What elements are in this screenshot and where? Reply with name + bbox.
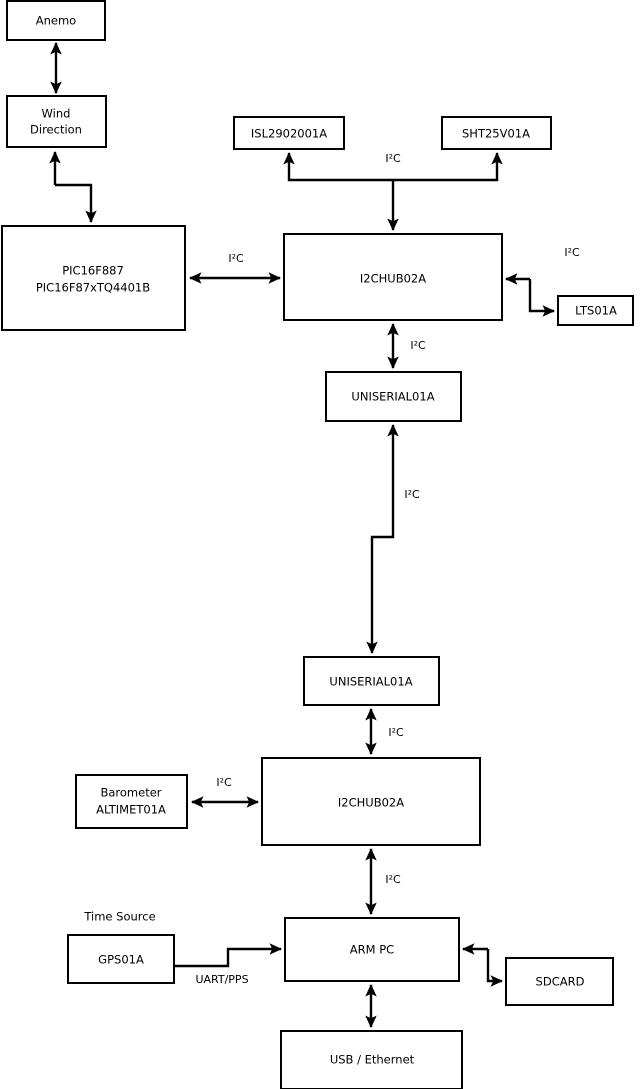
node-arm-pc-label: ARM PC	[350, 943, 394, 957]
node-anemo[interactable]: Anemo	[6, 0, 106, 41]
edge-label-hubtop-sensors: I²C	[385, 152, 401, 165]
node-barometer[interactable]: Barometer ALTIMET01A	[75, 774, 188, 829]
edge-wind-pic-jog	[55, 183, 97, 223]
node-isl-light-sensor-label: ISL2902001A	[251, 127, 327, 141]
edge-bus-to-sht	[393, 152, 503, 182]
edge-armpc-sdcard-out	[486, 949, 503, 987]
edge-label-barometer-hubbot: I²C	[216, 776, 232, 789]
edge-bus-to-isl	[283, 152, 393, 182]
node-lts-temp-sensor-label: LTS01A	[575, 304, 617, 318]
node-gps[interactable]: GPS01A	[67, 934, 175, 984]
node-anemo-label: Anemo	[36, 14, 76, 28]
edge-label-pic-hubtop: I²C	[228, 252, 244, 265]
edge-gps-armpc	[174, 943, 282, 968]
node-uniserial-upper-label: UNISERIAL01A	[351, 390, 434, 404]
edge-label-hubtop-lts: I²C	[564, 246, 580, 259]
node-wind-direction-label-line2: Direction	[30, 123, 82, 137]
node-i2chub-top[interactable]: I2CHUB02A	[283, 233, 503, 321]
node-usb-ethernet-label: USB / Ethernet	[330, 1053, 415, 1067]
node-wind-direction[interactable]: Wind Direction	[6, 95, 107, 148]
node-uniserial-lower[interactable]: UNISERIAL01A	[303, 656, 440, 706]
connector-layer	[49, 42, 555, 1028]
node-sdcard[interactable]: SDCARD	[505, 957, 614, 1006]
node-gps-label: GPS01A	[98, 953, 144, 967]
edge-label-gps-armpc: UART/PPS	[195, 973, 248, 986]
edge-label-uniserial-link: I²C	[404, 488, 420, 501]
node-arm-pc[interactable]: ARM PC	[284, 917, 460, 982]
edge-label-hubtop-uniserial: I²C	[410, 339, 426, 352]
label-time-source: Time Source	[83, 910, 155, 924]
node-i2chub-top-label: I2CHUB02A	[360, 272, 426, 286]
node-i2chub-bottom[interactable]: I2CHUB02A	[261, 757, 481, 846]
node-pic-mcu-label-line2: PIC16F87xTQ4401B	[36, 281, 150, 295]
node-uniserial-upper[interactable]: UNISERIAL01A	[325, 371, 462, 422]
node-sdcard-label: SDCARD	[536, 975, 585, 989]
node-i2chub-bottom-label: I2CHUB02A	[338, 796, 404, 810]
node-pic-mcu[interactable]: PIC16F887 PIC16F87xTQ4401B	[1, 225, 186, 331]
node-uniserial-lower-label: UNISERIAL01A	[329, 675, 412, 689]
node-sht-humidity-sensor[interactable]: SHT25V01A	[441, 116, 552, 150]
edge-hubtop-lts-out	[528, 279, 555, 317]
node-sht-humidity-sensor-label: SHT25V01A	[462, 127, 530, 141]
node-barometer-label-line2: ALTIMET01A	[96, 803, 166, 817]
node-wind-direction-label-line1: Wind	[42, 107, 71, 121]
node-barometer-label-line1: Barometer	[100, 786, 161, 800]
edge-label-layer: I²C I²C I²C I²C I²C I²C I²C I²C UART/PPS	[195, 152, 580, 986]
node-isl-light-sensor[interactable]: ISL2902001A	[233, 116, 345, 150]
edge-label-uniserial-hubbot: I²C	[388, 726, 404, 739]
node-lts-temp-sensor[interactable]: LTS01A	[557, 295, 634, 326]
node-usb-ethernet[interactable]: USB / Ethernet	[280, 1030, 463, 1089]
edge-label-hubbot-armpc: I²C	[385, 873, 401, 886]
free-label-layer: Time Source	[83, 910, 155, 924]
edge-uniup-unidn	[366, 424, 399, 654]
node-pic-mcu-label-line1: PIC16F887	[62, 264, 124, 278]
